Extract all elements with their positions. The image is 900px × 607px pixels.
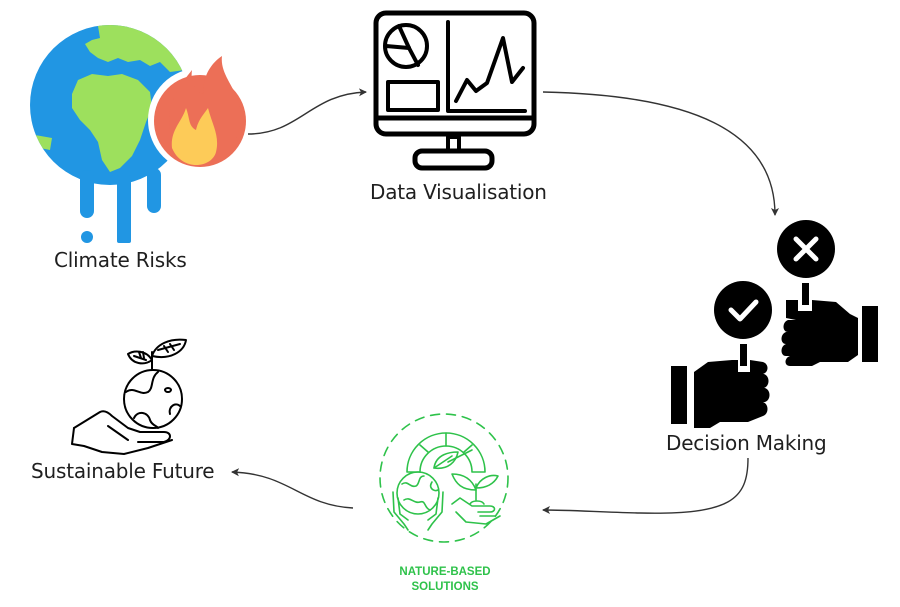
arrow-nbs-to-future <box>231 468 354 509</box>
cross-sign-icon <box>777 220 878 366</box>
node-label-nature-based-solutions: NATURE-BASED SOLUTIONS <box>380 565 510 595</box>
nature-based-solutions-icon <box>379 413 509 543</box>
node-label-data-visualisation: Data Visualisation <box>370 180 547 204</box>
hand-globe-plant-icon <box>71 338 187 455</box>
globe-icon <box>30 25 190 243</box>
arrow-climate-to-dataviz <box>247 88 367 135</box>
arrow-decision-to-nbs <box>542 457 749 515</box>
fire-icon <box>148 56 252 172</box>
nbs-label-line2: SOLUTIONS <box>411 581 479 593</box>
monitor-dashboard-icon <box>373 10 537 171</box>
node-label-climate-risks: Climate Risks <box>54 248 187 272</box>
check-sign-icon <box>671 281 772 428</box>
hands-check-cross-icon <box>671 220 878 428</box>
arrow-dataviz-to-decision <box>542 91 779 216</box>
nbs-label-line1: NATURE-BASED <box>399 566 491 578</box>
melting-globe-fire-icon <box>30 25 252 243</box>
node-label-sustainable-future: Sustainable Future <box>31 459 215 483</box>
node-label-decision-making: Decision Making <box>666 431 827 455</box>
